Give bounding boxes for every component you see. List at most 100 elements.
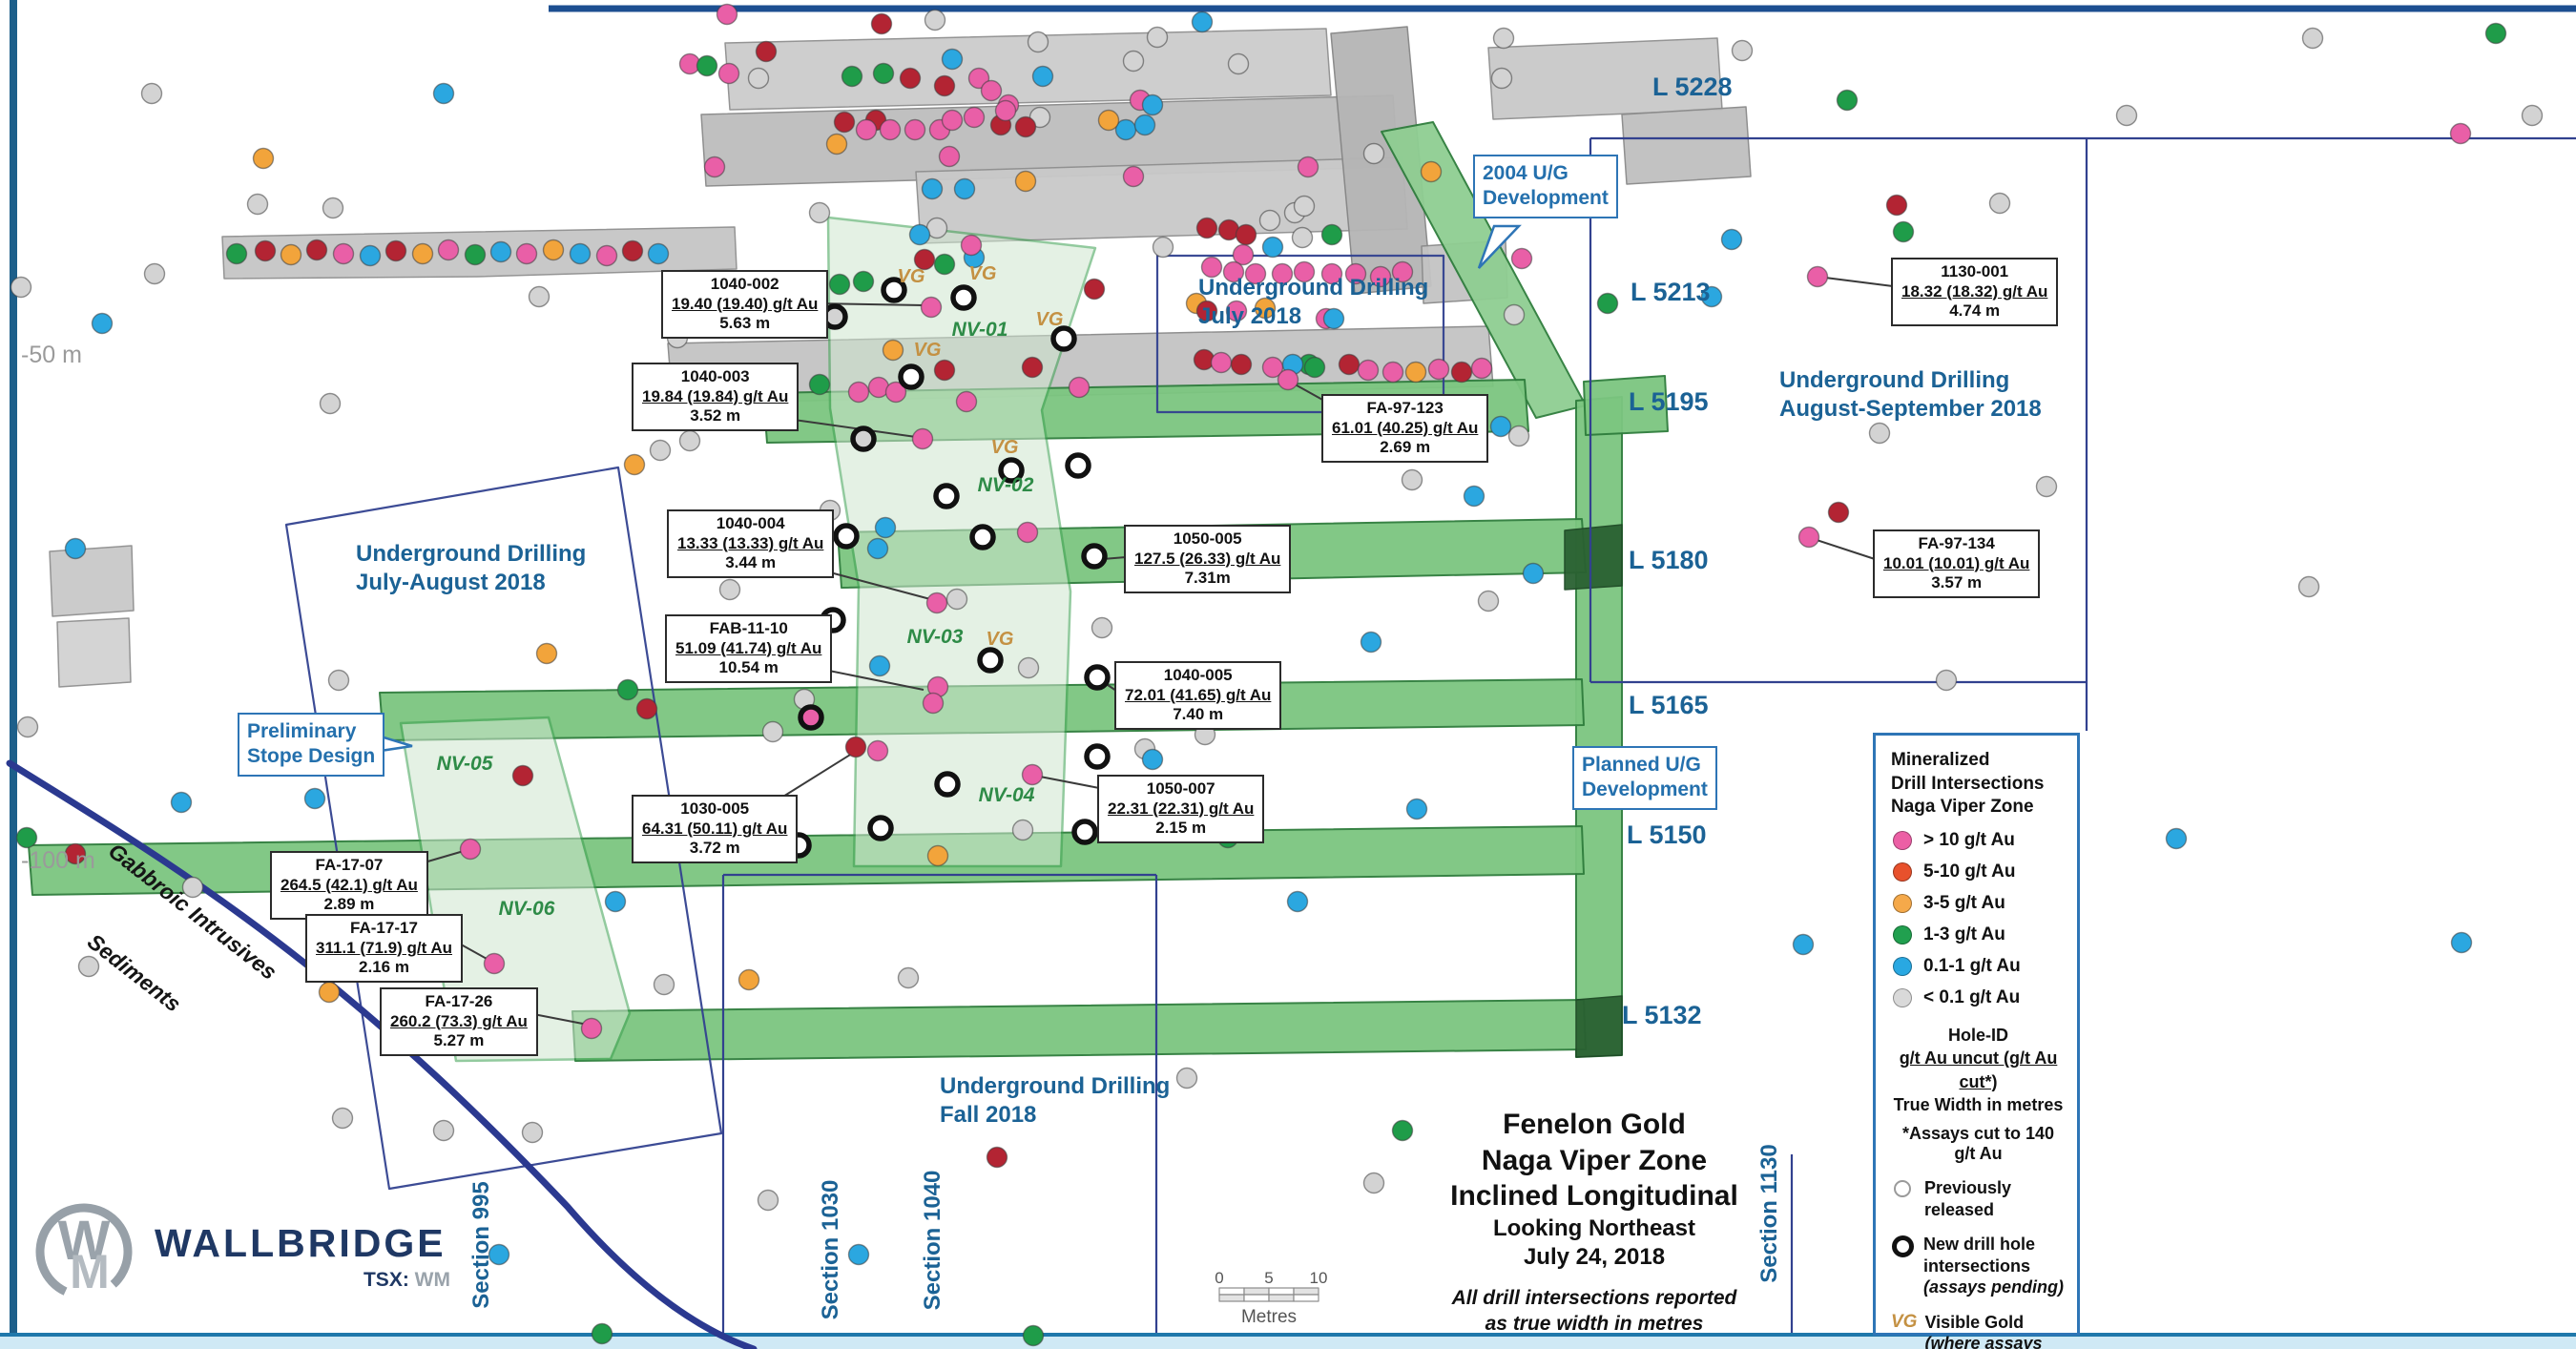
true-width-value: 2.16 m — [359, 958, 409, 977]
legend-swatch-icon — [1893, 831, 1912, 851]
frame-left-bar — [10, 0, 17, 1349]
drill-intersection-dot — [2301, 27, 2324, 50]
drill-intersection-dot — [181, 876, 204, 899]
hole-id: FA-97-134 — [1918, 534, 1995, 552]
drill-intersection-dot — [332, 242, 355, 265]
dev-box-line: Development — [1483, 187, 1609, 210]
drill-intersection-dot — [825, 133, 848, 156]
level-label-5195: L 5195 — [1629, 387, 1709, 416]
legend-new-holes: New drill hole intersections (assays pen… — [1891, 1234, 2066, 1298]
drill-intersection-dot — [866, 739, 889, 762]
previously-released-label: Previously released — [1924, 1178, 2012, 1219]
drill-intersection-dot — [1391, 260, 1414, 283]
legend-hole-id-block: Hole-ID g/t Au uncut (g/t Au cut*) True … — [1891, 1024, 2066, 1116]
legend-item: < 0.1 g/t Au — [1893, 987, 2066, 1008]
legend-cut-note: *Assays cut to 140 g/t Au — [1901, 1124, 2055, 1164]
new-hole-circle-icon — [1892, 1235, 1914, 1258]
drill-intersection-dot — [1470, 357, 1493, 380]
drill-intersection-dot — [874, 516, 897, 539]
drill-intersection-dot — [1122, 165, 1145, 188]
drill-intersection-dot — [755, 40, 778, 63]
drill-intersection-dot — [1391, 1119, 1414, 1142]
scalebar-cell-3 — [1268, 1287, 1295, 1296]
drill-intersection-dot — [1503, 303, 1526, 326]
tunnel-cap-ramp-bottom — [1575, 995, 1623, 1058]
drill-intersection-dot — [1320, 262, 1343, 285]
drill-intersection-dot — [1420, 160, 1443, 183]
legend-title-line: Mineralized — [1891, 750, 1990, 770]
drill-intersection-dot — [1596, 292, 1619, 315]
true-width-value: 3.72 m — [689, 839, 740, 858]
level-label-5150: L 5150 — [1627, 820, 1707, 849]
drill-intersection-dot — [1405, 798, 1428, 820]
drill-intersection-dot — [716, 3, 738, 26]
hole-id: FA-17-07 — [315, 856, 384, 874]
drill-intersection-dot — [1344, 262, 1367, 285]
drill-intersection-dot — [635, 697, 658, 720]
drill-intersection-dot — [1988, 192, 2011, 215]
drill-intersection-dot — [459, 838, 482, 861]
drill-program-line: Underground Drilling — [1198, 275, 1429, 301]
dev-box-line: Preliminary — [247, 720, 357, 742]
drill-intersection-dot — [1195, 300, 1218, 322]
geology-label-sediments: Sediments — [83, 928, 186, 1016]
dev-box-line: Planned U/G — [1582, 754, 1701, 776]
hole-id: 1040-002 — [710, 275, 779, 293]
drill-intersection-dot — [621, 239, 644, 262]
drill-intersection-dot — [1133, 114, 1156, 136]
drill-intersection-dot — [717, 62, 740, 85]
drill-intersection-dot — [920, 296, 943, 319]
vg-icon: VG — [1891, 1311, 1918, 1332]
tunnel-ramp-vertical — [1575, 396, 1623, 1058]
drill-intersection-dot — [384, 239, 407, 262]
drill-intersection-dot — [866, 537, 889, 560]
drill-intersection-dot — [941, 48, 964, 71]
scalebar-cell-8 — [1293, 1294, 1319, 1302]
legend-item: 3-5 g/t Au — [1893, 893, 2066, 914]
scalebar-cell-2 — [1243, 1287, 1270, 1296]
drill-intersection-dot — [1792, 933, 1815, 956]
drill-intersection-dot — [1244, 262, 1267, 285]
vg-mark: VG — [969, 263, 997, 284]
drill-intersection-dot — [1258, 209, 1281, 232]
true-width-value: 2.89 m — [323, 895, 375, 914]
drill-intersection-dot — [933, 74, 956, 97]
grade-value: 10.01 (10.01) g/t Au — [1883, 553, 2030, 572]
drill-intersection-dot — [833, 111, 856, 134]
drill-intersection-dot — [847, 381, 870, 404]
legend-swatch-icon — [1893, 862, 1912, 882]
drill-intersection-dot — [254, 239, 277, 262]
leader-line-1040-003 — [779, 417, 917, 438]
drill-intersection-dot — [1492, 27, 1515, 50]
new-drill-hole-marker — [898, 363, 924, 390]
drill-intersection-dot — [941, 109, 964, 132]
visible-gold-line1: Visible Gold — [1924, 1312, 2025, 1332]
drill-intersection-dot — [926, 844, 949, 867]
legend-previously-released: Previously released — [1891, 1177, 2066, 1220]
drill-intersection-dot — [847, 1243, 870, 1266]
drill-intersection-dot — [747, 67, 770, 90]
hole-id: 1040-003 — [680, 367, 750, 385]
drill-intersection-dot — [737, 968, 760, 991]
drill-intersection-dot — [945, 588, 968, 611]
workings-cube-2 — [56, 617, 132, 688]
zone-label-nv-03: NV-03 — [907, 626, 964, 648]
drill-intersection-dot — [1369, 265, 1392, 288]
drill-intersection-dot — [1152, 236, 1174, 259]
drill-intersection-dot — [1021, 356, 1044, 379]
drill-intersection-dot — [1507, 425, 1530, 447]
drill-intersection-dot — [489, 240, 512, 263]
drill-intersection-dot — [925, 591, 948, 614]
leader-line-1040-002 — [810, 302, 924, 306]
drill-intersection-dot — [591, 1322, 613, 1345]
drill-intersection-dot — [1720, 228, 1743, 251]
new-drill-hole-marker — [1071, 819, 1098, 845]
drill-intersection-dot — [649, 439, 672, 462]
drill-intersection-dot — [1271, 262, 1294, 285]
drill-intersection-dot — [986, 1146, 1008, 1169]
new-drill-hole-marker — [1065, 452, 1091, 479]
workings-slab-1 — [724, 28, 1332, 111]
